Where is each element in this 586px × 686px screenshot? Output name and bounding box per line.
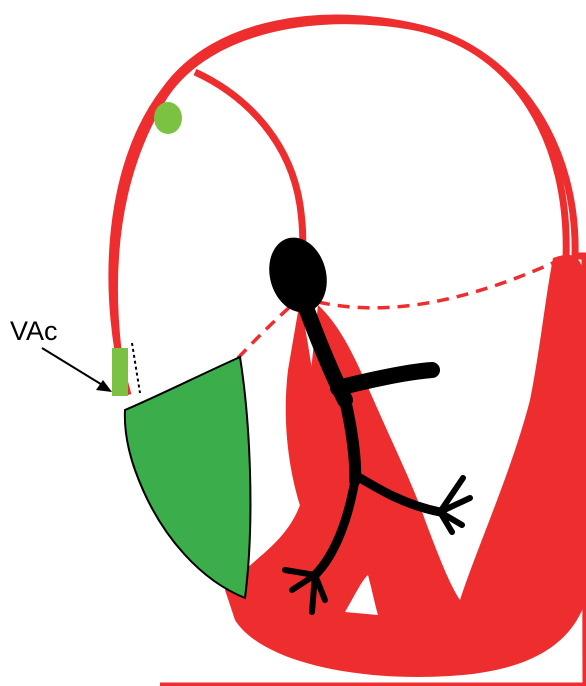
atrial-outer-arc [114,21,566,350]
conduction-fibers-right [440,478,470,532]
av-valve-plane-left [238,305,292,358]
vac-green-band [112,348,128,396]
vac-dotted-line [132,343,140,393]
green-spot [154,102,182,134]
vac-label: VAc [10,316,58,346]
av-valve-plane-right [318,262,555,308]
ventricular-myocardium [225,255,586,677]
green-region [125,357,251,598]
arrow-icon [42,348,104,386]
